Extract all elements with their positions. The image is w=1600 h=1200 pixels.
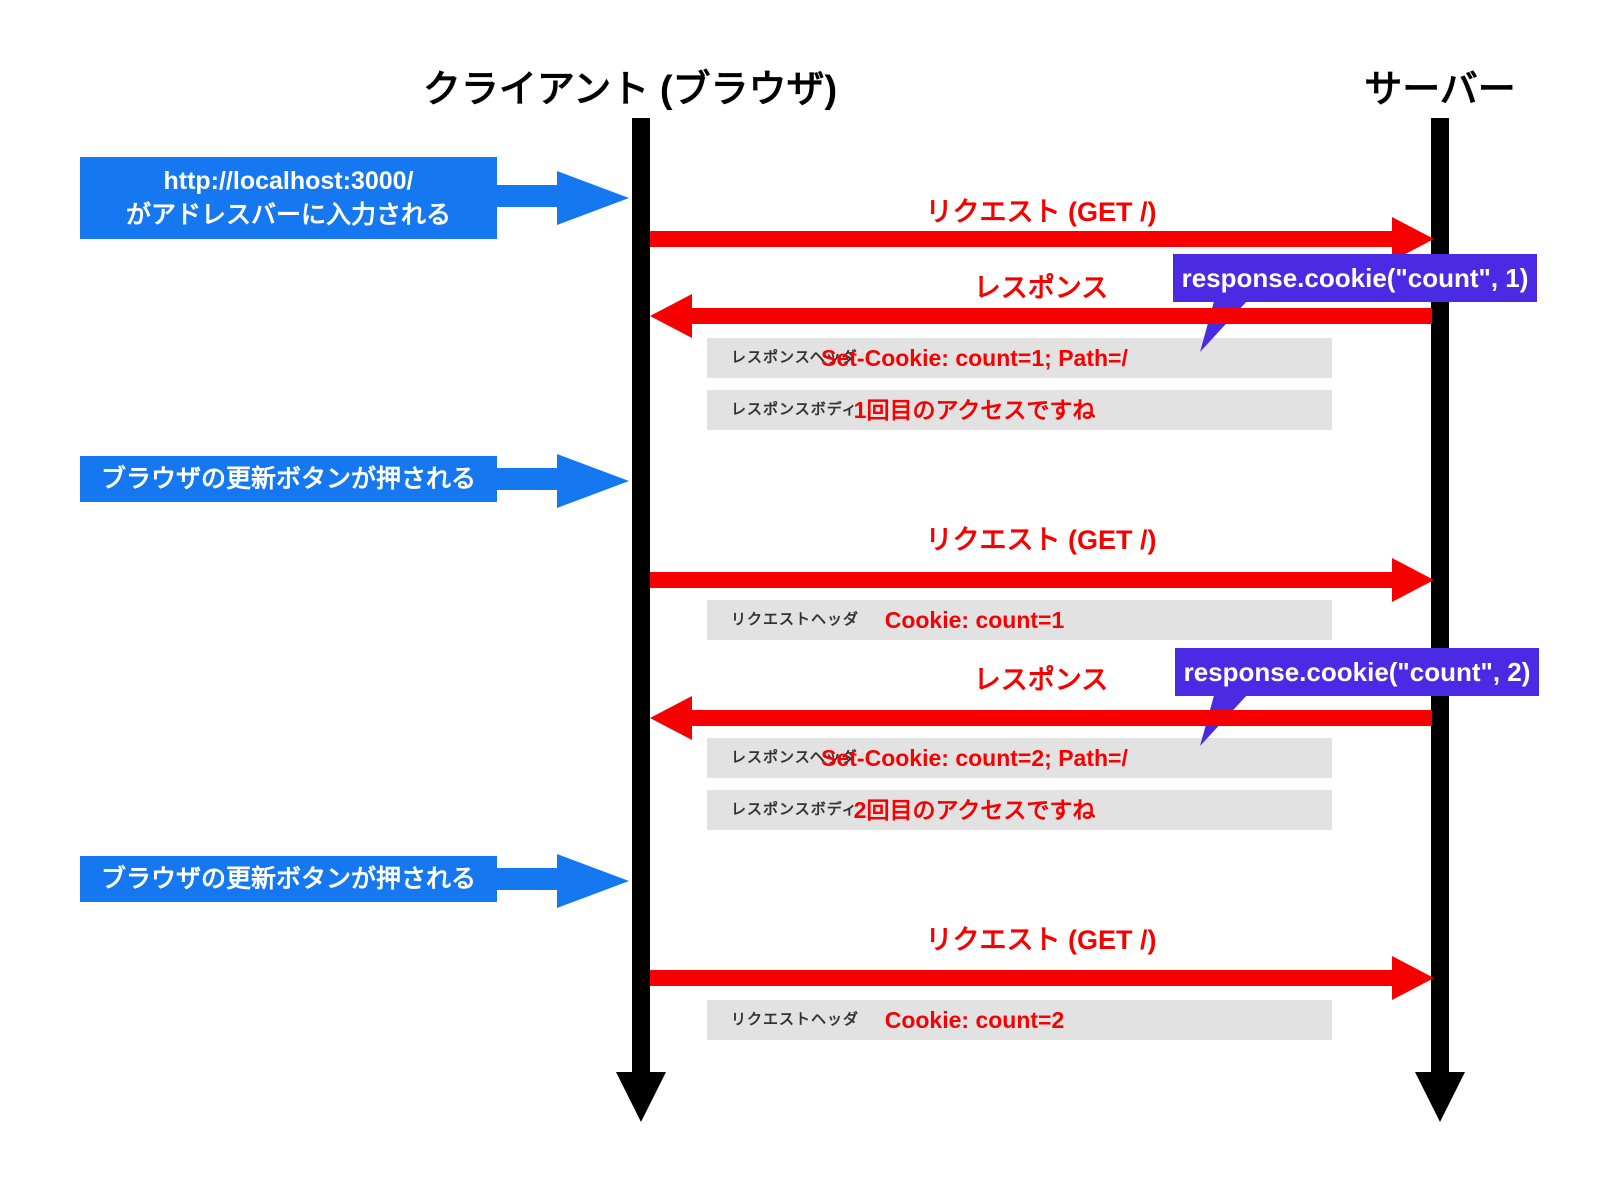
detail-label: リクエストヘッダ: [731, 1011, 860, 1028]
client-actor-title: クライアント (ブラウザ): [422, 69, 838, 111]
event-text-line1: ブラウザの更新ボタンが押される: [100, 465, 476, 493]
event-text-line1: ブラウザの更新ボタンが押される: [100, 865, 476, 893]
request-arrowhead-icon: [1392, 956, 1434, 1000]
detail-row: レスポンスボディ 1回目のアクセスですね: [707, 390, 1332, 430]
detail-value: 2回目のアクセスですね: [853, 797, 1096, 823]
request-arrow: [650, 231, 1392, 247]
detail-value: 1回目のアクセスですね: [853, 397, 1096, 423]
request-label: リクエスト (GET /): [925, 197, 1157, 227]
request-label: リクエスト (GET /): [925, 925, 1157, 955]
event-text-line1: http://localhost:3000/: [163, 167, 414, 195]
server-lifeline-arrowhead-icon: [1415, 1072, 1465, 1122]
detail-label: リクエストヘッダ: [731, 611, 860, 628]
event-arrow-shaft: [497, 868, 557, 890]
detail-row: レスポンスヘッダ Set-Cookie: count=2; Path=/: [707, 738, 1332, 778]
event-box-refresh-2: ブラウザの更新ボタンが押される: [80, 856, 497, 902]
request-arrowhead-icon: [1392, 558, 1434, 602]
event-arrow-head-icon: [557, 454, 629, 508]
response-arrow: [690, 308, 1432, 324]
detail-value: Cookie: count=1: [884, 607, 1065, 633]
server-lifeline: [1431, 118, 1449, 1072]
detail-row: リクエストヘッダ Cookie: count=1: [707, 600, 1332, 640]
client-lifeline: [632, 118, 650, 1072]
event-arrow-head-icon: [557, 171, 629, 225]
detail-value: Set-Cookie: count=2; Path=/: [821, 745, 1128, 771]
request-arrow: [650, 572, 1392, 588]
response-arrowhead-icon: [650, 294, 692, 338]
event-arrow-head-icon: [557, 854, 629, 908]
event-text-line2: がアドレスバーに入力される: [125, 201, 451, 229]
callout-response-cookie-2: response.cookie("count", 2): [1175, 648, 1539, 696]
detail-label: レスポンスボディ: [731, 801, 858, 818]
server-actor-title: サーバー: [1364, 69, 1516, 111]
response-label: レスポンス: [973, 665, 1109, 695]
detail-row: リクエストヘッダ Cookie: count=2: [707, 1000, 1332, 1040]
client-lifeline-arrowhead-icon: [616, 1072, 666, 1122]
response-arrow: [690, 710, 1432, 726]
detail-row: レスポンスボディ 2回目のアクセスですね: [707, 790, 1332, 830]
detail-label: レスポンスボディ: [731, 401, 858, 418]
detail-label: レスポンスヘッダ: [731, 349, 858, 366]
request-label: リクエスト (GET /): [925, 525, 1157, 555]
detail-value: Set-Cookie: count=1; Path=/: [821, 345, 1128, 371]
detail-row: レスポンスヘッダ Set-Cookie: count=1; Path=/: [707, 338, 1332, 378]
request-arrow: [650, 970, 1392, 986]
callout-response-cookie-1: response.cookie("count", 1): [1173, 254, 1537, 302]
request-arrowhead-icon: [1392, 217, 1434, 261]
detail-label: レスポンスヘッダ: [731, 749, 858, 766]
detail-value: Cookie: count=2: [884, 1007, 1065, 1033]
event-box-refresh-1: ブラウザの更新ボタンが押される: [80, 456, 497, 502]
response-arrowhead-icon: [650, 696, 692, 740]
event-box-url-entered: http://localhost:3000/ がアドレスバーに入力される: [80, 157, 497, 239]
event-arrow-shaft: [497, 468, 557, 490]
event-arrow-shaft: [497, 185, 557, 207]
response-label: レスポンス: [973, 273, 1109, 303]
